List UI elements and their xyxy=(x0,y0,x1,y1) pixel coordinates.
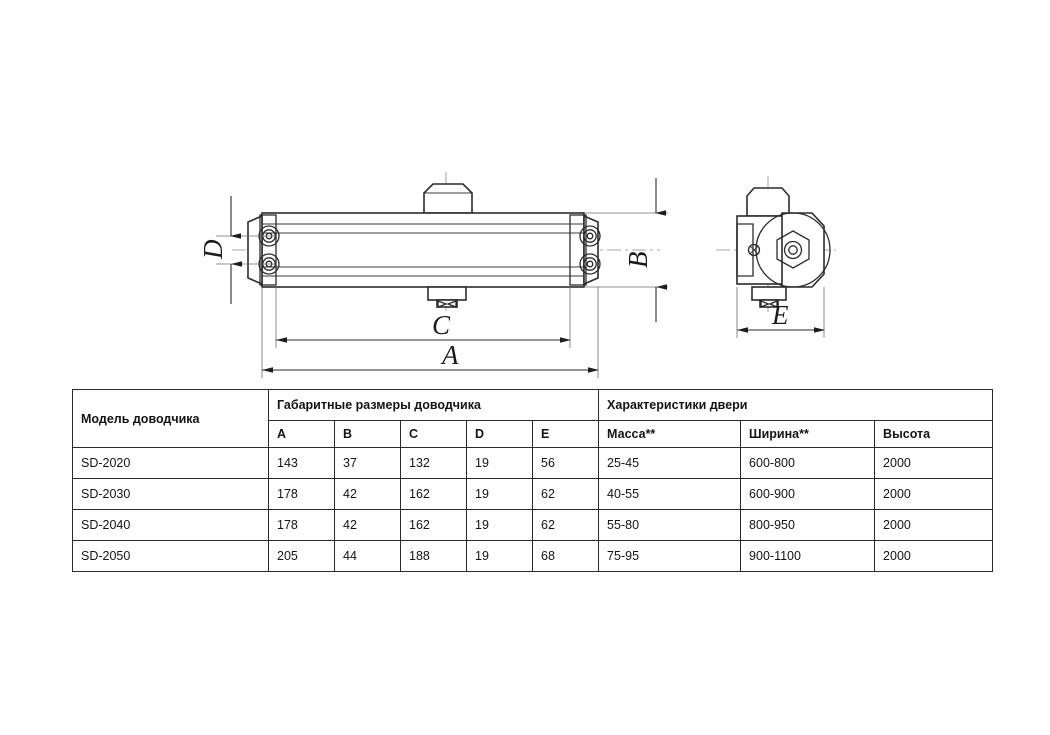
specification-table-container: Модель доводчика Габаритные размеры дово… xyxy=(72,389,994,572)
cell-width: 900-1100 xyxy=(740,540,876,572)
dimension-c: C xyxy=(275,287,571,348)
dimension-label-c: C xyxy=(432,310,451,340)
cell-a: 178 xyxy=(268,478,335,510)
cell-e: 68 xyxy=(531,540,600,572)
cell-d: 19 xyxy=(466,478,533,510)
top-cap xyxy=(423,183,473,214)
front-elevation: D B C A xyxy=(198,172,668,378)
cell-model: SD-2050 xyxy=(72,540,269,572)
dimension-e: E xyxy=(736,287,825,338)
cell-b: 44 xyxy=(334,540,401,572)
cell-mass: 40-55 xyxy=(598,478,742,510)
table-row: SD-2040 178 42 162 19 62 55-80 800-950 2… xyxy=(72,509,994,541)
dimension-label-d: D xyxy=(198,239,228,260)
side-adjustment-valve xyxy=(747,243,761,257)
cell-b: 42 xyxy=(334,478,401,510)
dimension-d: D xyxy=(198,196,276,304)
technical-drawing: .ol { fill:#fff; stroke:#2b2b2b; stroke-… xyxy=(198,172,836,378)
specification-table: Модель доводчика Габаритные размеры дово… xyxy=(72,389,994,572)
header-col-mass: Масса** xyxy=(598,420,742,448)
right-screw-lower xyxy=(579,253,601,275)
cell-height: 2000 xyxy=(874,478,994,510)
header-model: Модель доводчика xyxy=(72,389,269,448)
right-screw-upper xyxy=(579,225,601,247)
cell-width: 800-950 xyxy=(740,509,876,541)
cell-b: 42 xyxy=(334,509,401,541)
side-top-cap xyxy=(746,187,790,217)
cell-c: 132 xyxy=(400,447,467,479)
cell-b: 37 xyxy=(334,447,401,479)
header-col-b: B xyxy=(334,420,401,448)
header-col-width: Ширина** xyxy=(740,420,876,448)
cell-model: SD-2020 xyxy=(72,447,269,479)
cell-d: 19 xyxy=(466,447,533,479)
cell-width: 600-900 xyxy=(740,478,876,510)
cell-mass: 55-80 xyxy=(598,509,742,541)
cell-a: 143 xyxy=(268,447,335,479)
side-spindle xyxy=(751,286,787,308)
left-mounting-plate xyxy=(247,214,280,286)
cell-c: 162 xyxy=(400,509,467,541)
cell-e: 56 xyxy=(531,447,600,479)
cell-height: 2000 xyxy=(874,540,994,572)
table-row: SD-2050 205 44 188 19 68 75-95 900-1100 … xyxy=(72,540,994,572)
side-elevation: E xyxy=(716,176,836,338)
dimension-a: A xyxy=(261,287,599,378)
cell-mass: 25-45 xyxy=(598,447,742,479)
table-row: SD-2030 178 42 162 19 62 40-55 600-900 2… xyxy=(72,478,994,510)
cell-d: 19 xyxy=(466,540,533,572)
header-col-a: A xyxy=(268,420,335,448)
right-mounting-plate xyxy=(569,214,601,286)
spindle-assembly xyxy=(427,286,467,308)
header-col-c: C xyxy=(400,420,467,448)
header-col-height: Высота xyxy=(874,420,994,448)
cell-model: SD-2030 xyxy=(72,478,269,510)
dimension-label-a: A xyxy=(440,340,459,370)
header-group-dimensions: Габаритные размеры доводчика xyxy=(267,389,600,421)
header-col-d: D xyxy=(466,420,533,448)
table-header-row-groups: Модель доводчика Габаритные размеры дово… xyxy=(72,389,994,448)
cell-model: SD-2040 xyxy=(72,509,269,541)
header-group-door: Характеристики двери xyxy=(598,389,994,421)
cell-height: 2000 xyxy=(874,509,994,541)
cell-e: 62 xyxy=(531,509,600,541)
closer-body xyxy=(261,212,585,288)
header-col-e: E xyxy=(531,420,600,448)
cell-mass: 75-95 xyxy=(598,540,742,572)
dimension-label-b: B xyxy=(623,252,653,269)
cell-a: 205 xyxy=(268,540,335,572)
cell-e: 62 xyxy=(531,478,600,510)
table-row: SD-2020 143 37 132 19 56 25-45 600-800 2… xyxy=(72,447,994,479)
cell-c: 188 xyxy=(400,540,467,572)
cell-a: 178 xyxy=(268,509,335,541)
cell-width: 600-800 xyxy=(740,447,876,479)
cell-height: 2000 xyxy=(874,447,994,479)
cell-d: 19 xyxy=(466,509,533,541)
cell-c: 162 xyxy=(400,478,467,510)
dimension-label-e: E xyxy=(771,300,789,330)
